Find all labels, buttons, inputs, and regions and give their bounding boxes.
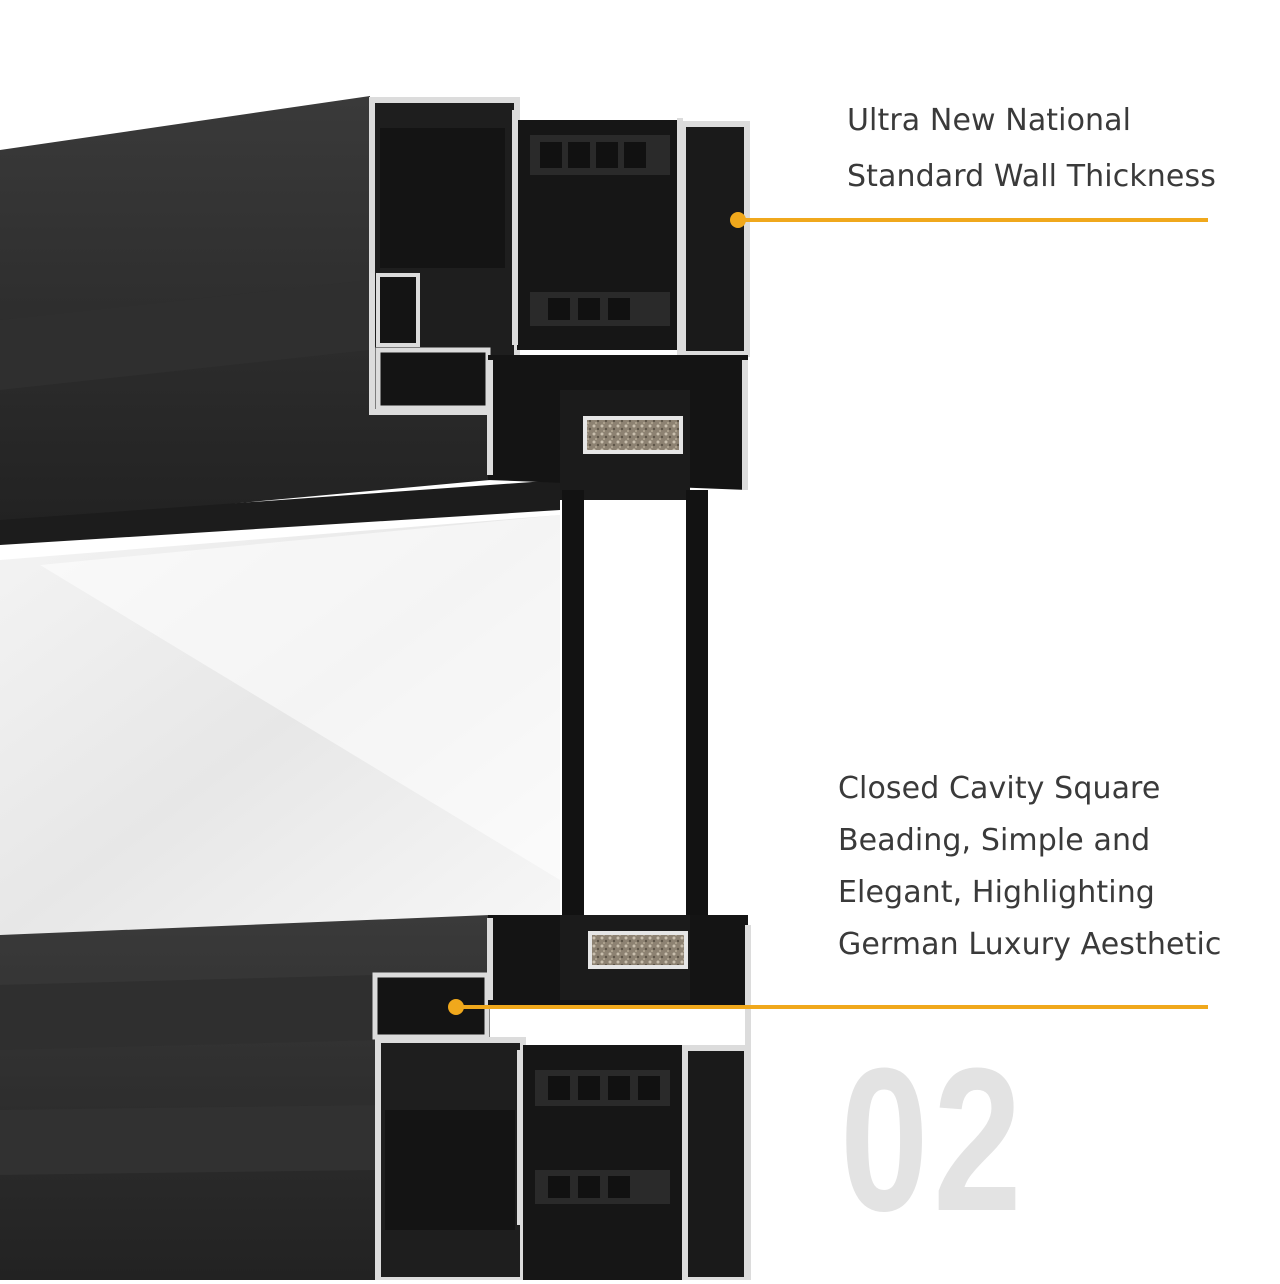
top-frame-lower-lip [0,480,560,545]
callout-line: German Luxury Aesthetic [838,927,1222,962]
callout-line: Ultra New National [847,103,1132,138]
callout-line: Elegant, Highlighting [838,875,1155,910]
callout-dot-bottom [448,999,464,1015]
callout-square-beading: Closed Cavity Square Beading, Simple and… [838,763,1221,971]
glass-pane-edge-inner [686,490,708,920]
callout-line: Standard Wall Thickness [847,159,1216,194]
callout-line: Beading, Simple and [838,823,1151,858]
callout-leader-line-bottom [456,1005,1208,1009]
top-desiccant-foam [583,416,683,454]
bottom-frame-band [0,975,375,1050]
bottom-desiccant-foam [588,931,688,969]
callout-dot-top [730,212,746,228]
top-frame-band [0,280,370,390]
top-section-profile [369,97,750,490]
glass-reflection [40,515,560,880]
callout-line: Closed Cavity Square [838,771,1161,806]
callout-wall-thickness: Ultra New National Standard Wall Thickne… [847,93,1216,205]
section-number: 02 [840,1026,1027,1254]
glass-pane-edge-outer [562,490,584,920]
callout-leader-line-top [738,218,1208,222]
bottom-frame-band-2 [0,1105,375,1175]
